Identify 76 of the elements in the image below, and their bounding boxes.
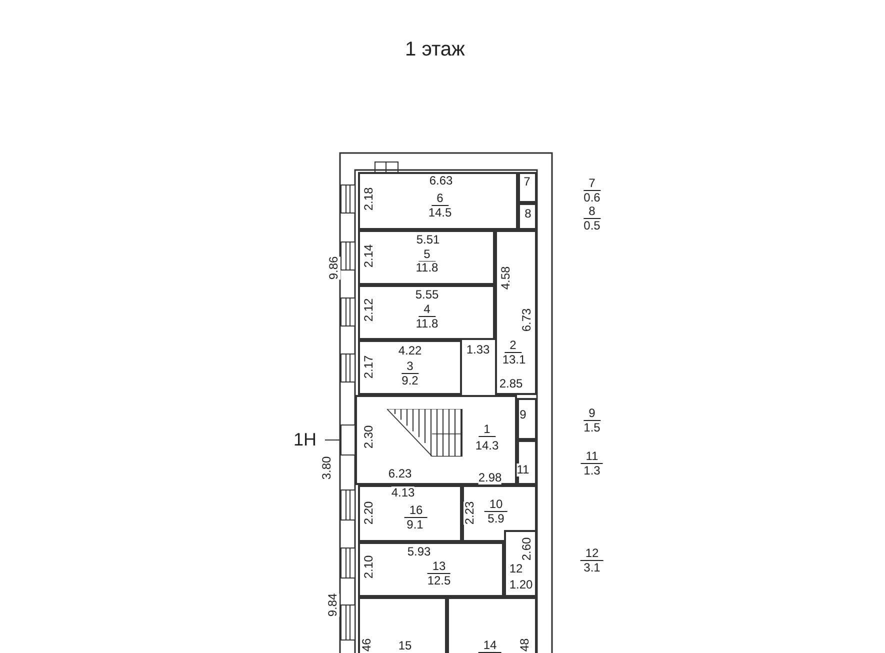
room-area: 1.3 [584, 464, 600, 478]
room-number: 10 [484, 498, 508, 512]
room-outline [358, 542, 504, 597]
dimension-label: 2.12 [362, 298, 376, 322]
dimension-label: 6.73 [520, 308, 534, 332]
room-label: 5.9 [488, 512, 504, 526]
room-outline [358, 340, 462, 395]
room-number: 2 [504, 339, 522, 353]
room-number: 4 [418, 303, 436, 317]
room-number: 3 [402, 360, 418, 374]
room-outline [518, 203, 537, 230]
room-label: 11.8 [416, 262, 438, 274]
room-area: 0.6 [584, 192, 600, 204]
room-label: 6.63 [429, 174, 453, 188]
dimension-label: 46 [360, 638, 374, 652]
room-label: 2.85 [499, 378, 523, 390]
dimension-label: 2.17 [362, 355, 376, 379]
room-outline [358, 230, 495, 285]
room-number: 11 [580, 450, 604, 464]
room-outline [358, 172, 518, 230]
dimension-label: 2.20 [362, 501, 376, 525]
room-label: 5.93 [407, 546, 431, 558]
room-label: 11.8 [416, 318, 438, 330]
room-number: 9 [584, 407, 600, 421]
room-label: 14.3 [475, 440, 499, 452]
room-label: 9.2 [402, 374, 418, 388]
room-label: 1.20 [509, 578, 533, 592]
room-label: 4.22 [398, 344, 422, 358]
dimension-label: 2.18 [362, 187, 376, 211]
room-area: 0.5 [584, 220, 600, 232]
room-outline [517, 440, 537, 485]
room-outline [358, 285, 495, 340]
room-outline [504, 530, 537, 597]
room-label: 9 [520, 408, 526, 422]
room-outline [517, 398, 537, 440]
room-label: 8 [524, 208, 532, 220]
room-label: 7 [524, 176, 530, 188]
dimension-label: 2.23 [464, 501, 476, 525]
room-label: 2.98 [478, 472, 502, 484]
room-label: 6.23 [388, 468, 412, 480]
room-label: 4.13 [391, 486, 415, 500]
room-label: 12.5 [427, 574, 451, 588]
dimension-label: 2.30 [362, 425, 376, 449]
room-number: 1 [478, 423, 496, 437]
dimension-label: 2.60 [520, 537, 534, 561]
room-label: 5.51 [416, 234, 440, 246]
room-number: 6 [432, 192, 448, 206]
room-label: 14.5 [428, 206, 452, 220]
room-number: 7 [584, 177, 600, 191]
room-area: 3.1 [584, 562, 600, 574]
room-label: 1.33 [466, 344, 490, 356]
room-label: 11 [516, 464, 530, 476]
entrance-label: 1Н [294, 434, 316, 446]
room-outline [358, 485, 462, 542]
dimension-label: 2.14 [362, 244, 376, 268]
room-label: 13.1 [502, 354, 526, 366]
room-number: 14 [478, 639, 502, 653]
room-number: 16 [404, 504, 428, 518]
room-label: 9.1 [406, 518, 424, 532]
room-outline [518, 172, 537, 203]
floor-title: 1 этаж [405, 38, 465, 62]
room-label: 12 [509, 562, 523, 576]
dimension-label: 48 [518, 638, 532, 652]
dimension-label: 3.80 [320, 456, 334, 480]
room-number: 5 [418, 248, 436, 262]
dimension-label: 4.58 [500, 266, 512, 290]
room-number: 13 [427, 560, 451, 574]
room-area: 1.5 [584, 422, 600, 434]
room-number: 8 [584, 205, 600, 219]
room-label: 5.55 [415, 288, 439, 302]
dimension-label: 2.10 [362, 555, 376, 579]
dimension-label: 9.86 [328, 256, 340, 280]
room-number: 12 [580, 547, 604, 561]
room-outline [355, 395, 517, 485]
dimension-label: 9.84 [326, 593, 340, 617]
room-label: 15 [398, 640, 412, 652]
